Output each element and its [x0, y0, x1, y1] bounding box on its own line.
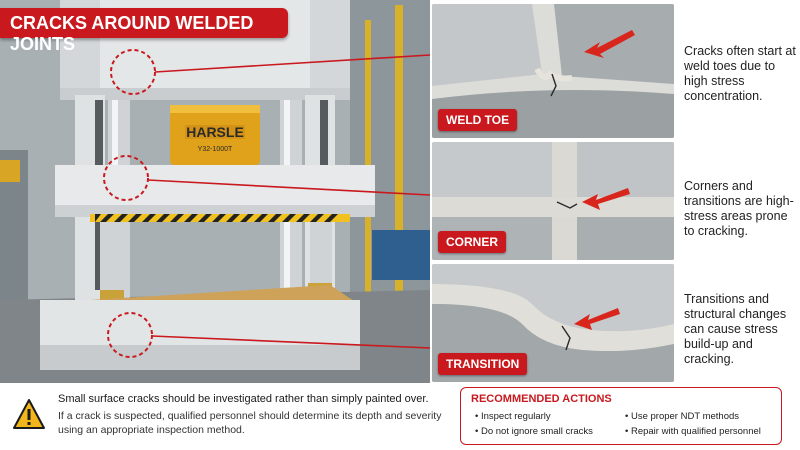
corner-description: Corners and transitions are high-stress …	[684, 179, 794, 238]
warning-icon	[13, 399, 45, 429]
transition-closeup	[432, 264, 674, 382]
corner-badge: CORNER	[438, 231, 507, 253]
machine-brand: HARSLE	[186, 124, 244, 140]
warning-section: Small surface cracks should be investiga…	[0, 384, 455, 450]
weld-toe-badge: WELD TOE	[438, 109, 518, 131]
recommended-item-label: Repair with qualified personnel	[630, 426, 761, 437]
recommended-item: • Do not ignore small cracks	[475, 426, 593, 437]
press-machine-illustration: HARSLE Y32-1000T	[0, 0, 430, 383]
transition-panel: TRANSITION	[432, 264, 674, 382]
recommended-item-label: Use proper NDT methods	[630, 411, 740, 422]
page-title: CRACKS AROUND WELDED JOINTS	[0, 8, 288, 54]
warning-headline: Small surface cracks should be investiga…	[58, 393, 429, 405]
recommended-actions-title: RECOMMENDED ACTIONS	[471, 393, 612, 405]
weld-toe-panel: WELD TOE	[432, 4, 674, 138]
weld-toe-description: Cracks often start at weld toes due to h…	[684, 44, 796, 103]
press-machine-photo: HARSLE Y32-1000T	[0, 0, 430, 383]
recommended-item-label: Do not ignore small cracks	[480, 426, 593, 437]
recommended-item: • Use proper NDT methods	[625, 411, 740, 422]
machine-model: Y32-1000T	[198, 146, 233, 153]
corner-panel: CORNER	[432, 142, 674, 260]
transition-badge: TRANSITION	[438, 353, 528, 375]
recommended-item: • Repair with qualified personnel	[625, 426, 761, 437]
warning-body: If a crack is suspected, qualified perso…	[58, 410, 442, 436]
recommended-actions-box: RECOMMENDED ACTIONS • Inspect regularly …	[460, 387, 782, 445]
recommended-item: • Inspect regularly	[475, 411, 551, 422]
recommended-item-label: Inspect regularly	[480, 411, 551, 422]
transition-description: Transitions and structural changes can c…	[684, 292, 787, 366]
